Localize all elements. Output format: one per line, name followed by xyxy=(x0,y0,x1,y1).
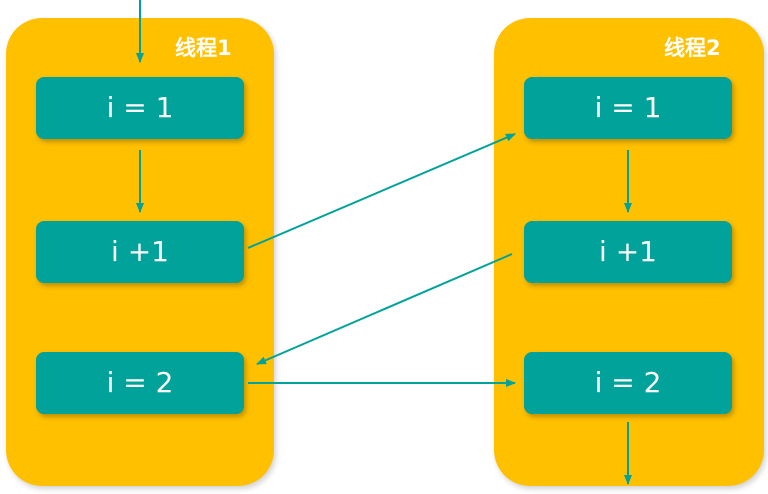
thread2-step-write: i = 2 xyxy=(524,352,732,414)
thread2-to-thread1-write-arrow xyxy=(256,253,513,365)
thread2-label: 线程2 xyxy=(664,36,721,60)
thread1-to-thread2-read-arrow xyxy=(247,133,516,249)
thread1-label: 线程1 xyxy=(175,36,232,60)
thread2-step-read: i = 1 xyxy=(524,77,732,139)
thread1-step-write: i = 2 xyxy=(36,352,244,414)
thread2-step-increment: i +1 xyxy=(524,221,732,283)
thread1-step-read: i = 1 xyxy=(36,77,244,139)
thread1-step-increment: i +1 xyxy=(36,221,244,283)
